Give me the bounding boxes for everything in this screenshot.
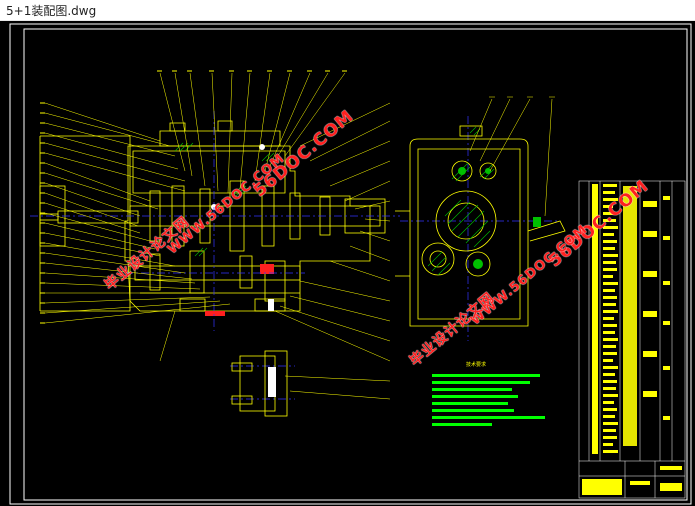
file-title: 5+1装配图.dwg <box>6 4 97 18</box>
detail-view <box>231 350 288 417</box>
window-title-bar: 5+1装配图.dwg <box>0 0 695 21</box>
drawing-frame-inner <box>23 28 688 501</box>
leader-ticks <box>40 70 347 324</box>
cad-drawing-canvas[interactable]: 技术要求 56DOC.COM WWW.56DOC.COM 毕业设计论文网 56D… <box>0 21 695 506</box>
side-view-green-fills <box>458 167 541 269</box>
drawing-svg <box>9 23 692 505</box>
drawing-frame-outer <box>9 23 692 505</box>
parts-list <box>578 180 686 499</box>
leader-lines <box>44 72 391 400</box>
parts-list-entries <box>582 184 682 495</box>
side-view <box>395 125 566 327</box>
technical-notes <box>432 374 545 426</box>
side-view-leaders <box>469 96 555 217</box>
notes-heading: 技术要求 <box>466 362 487 368</box>
